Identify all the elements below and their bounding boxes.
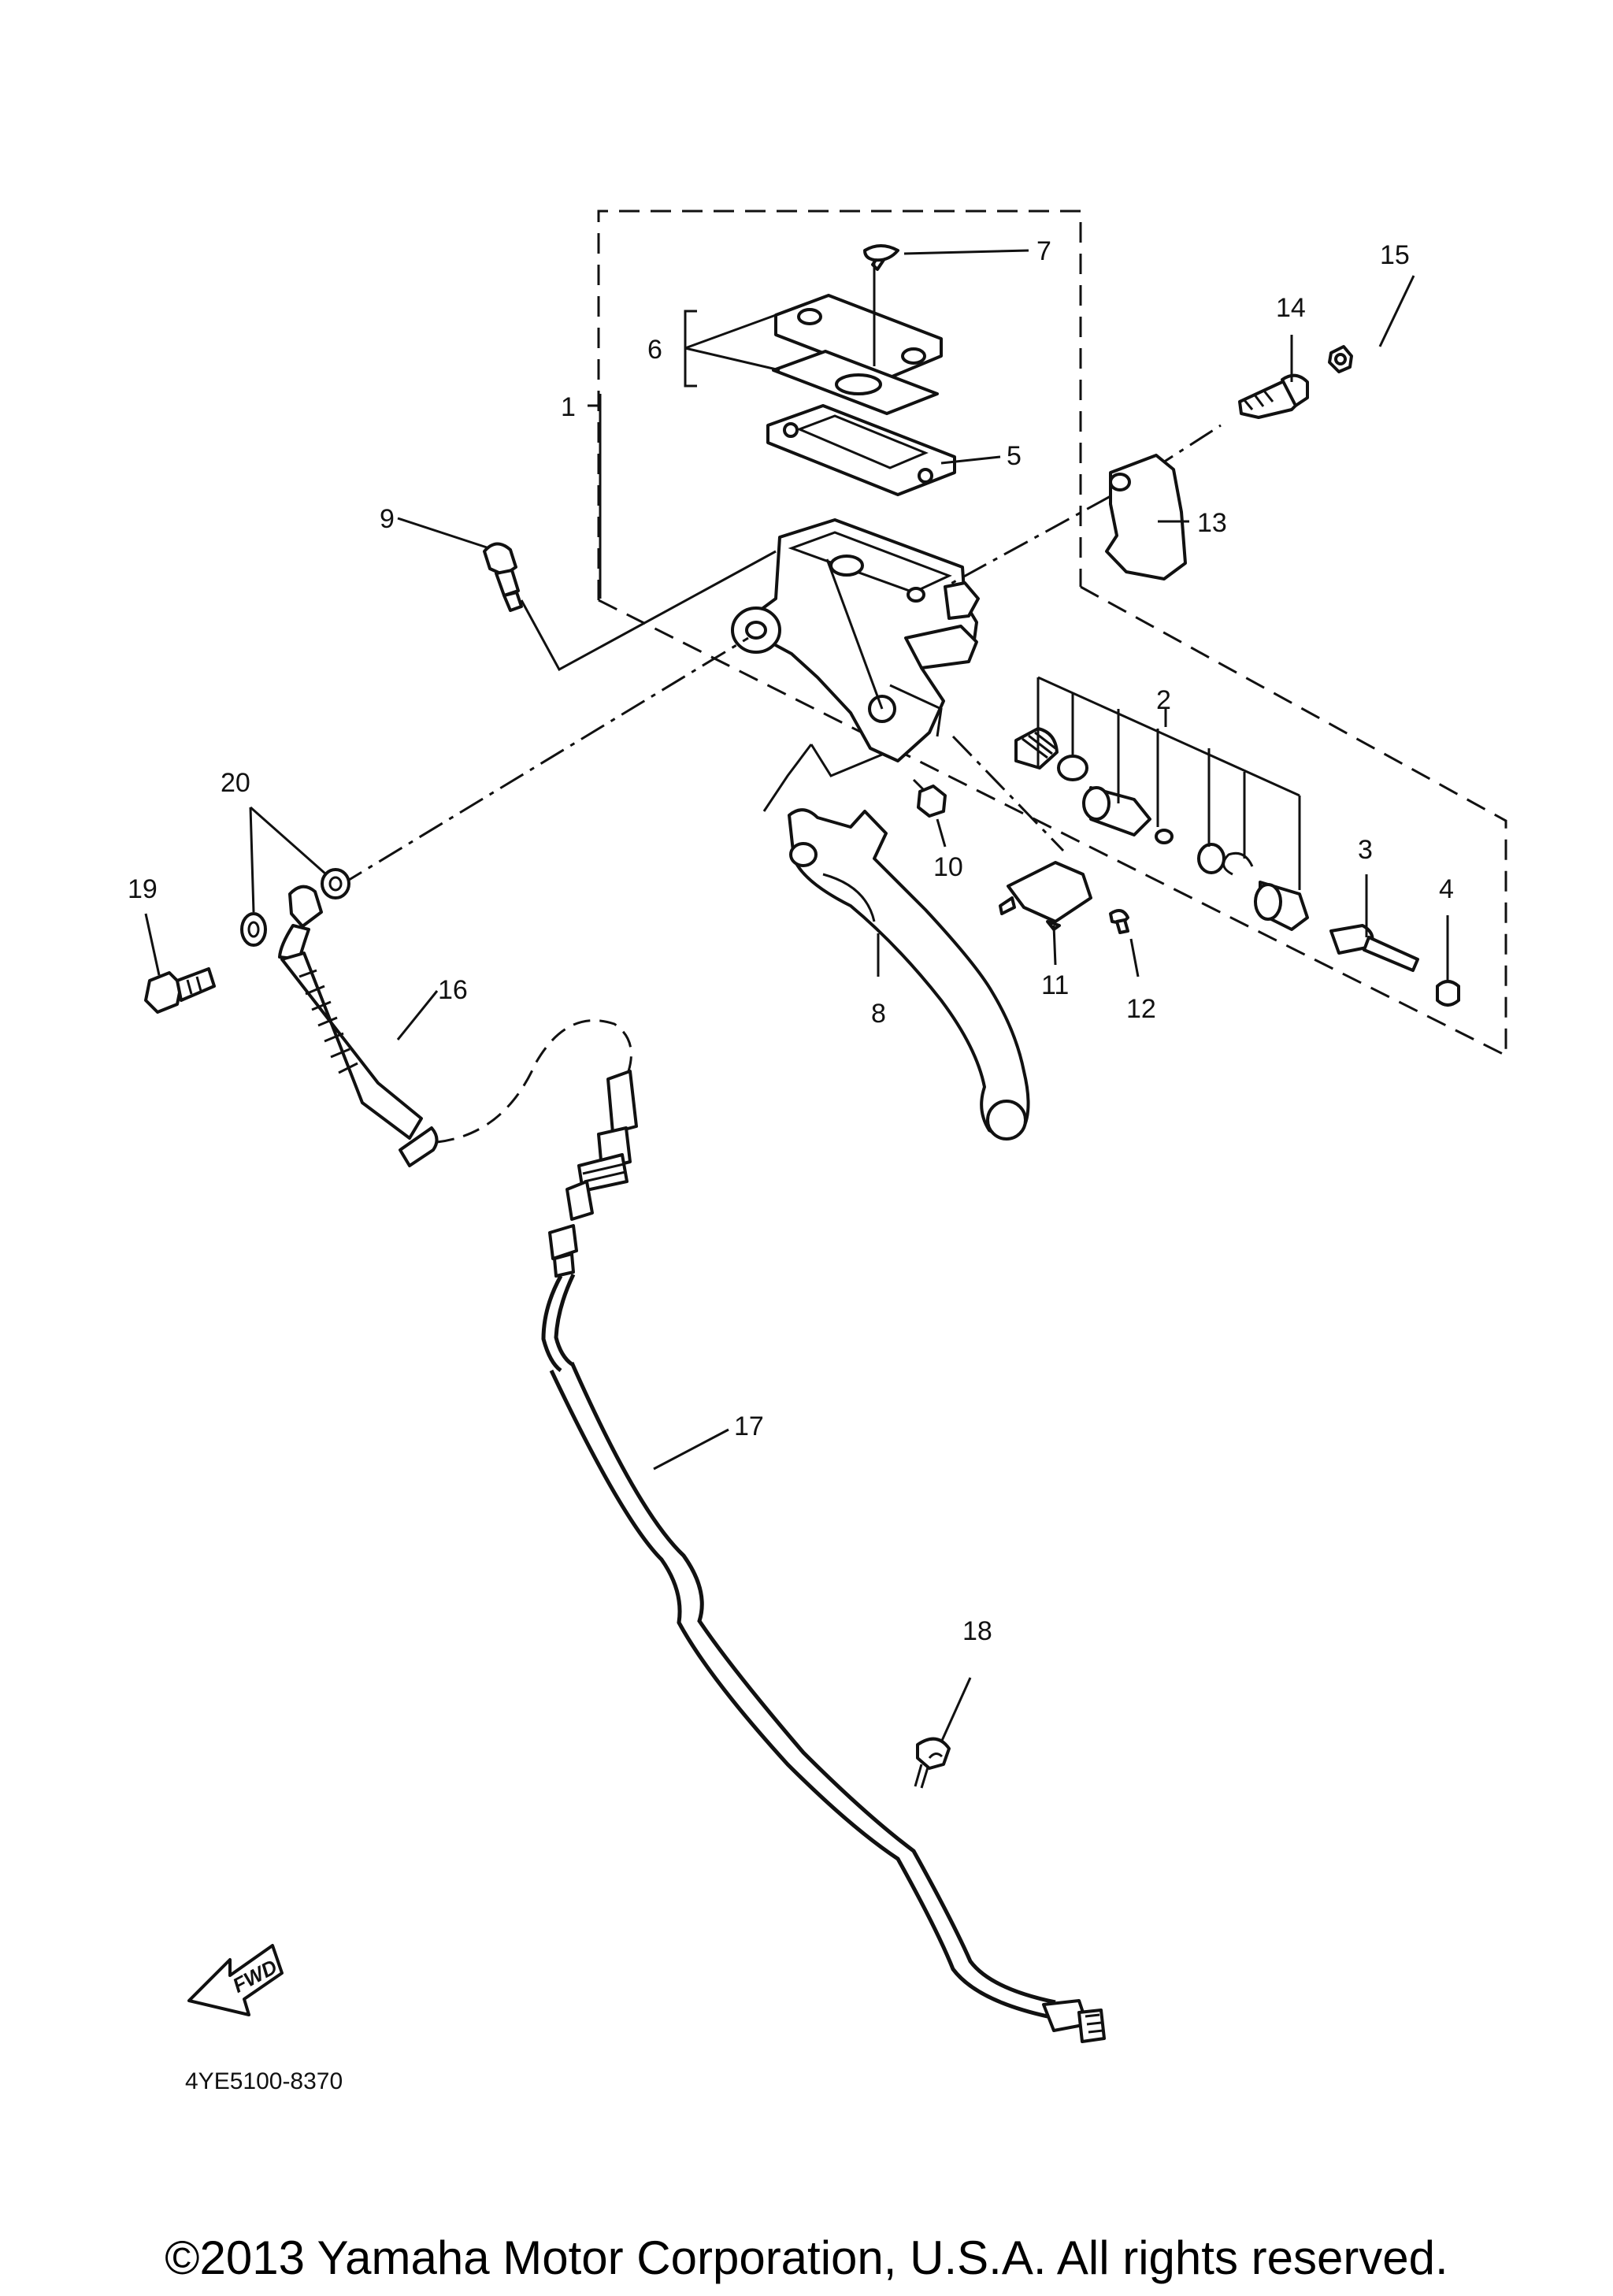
forward-direction-arrow: FWD — [187, 1944, 284, 2016]
brake-lever — [788, 784, 1030, 1141]
callout-19: 19 — [128, 874, 158, 904]
bleed-screw — [483, 542, 523, 612]
brake-pipe — [541, 1224, 1106, 2043]
callout-2: 2 — [1156, 685, 1171, 715]
callout-8: 8 — [871, 999, 886, 1029]
callout-3: 3 — [1358, 835, 1373, 865]
push-rod — [1329, 924, 1460, 1007]
callout-1: 1 — [561, 392, 576, 422]
callout-15: 15 — [1380, 240, 1410, 270]
handlebar-holder — [1105, 345, 1353, 580]
callout-5: 5 — [1007, 441, 1022, 471]
brake-light-switch — [999, 861, 1129, 934]
copyright-notice: ©2013 Yamaha Motor Corporation, U.S.A. A… — [165, 2231, 1448, 2284]
callout-13: 13 — [1197, 508, 1227, 538]
brake-hose — [278, 885, 638, 1221]
callout-4: 4 — [1439, 874, 1454, 904]
drawing-code: 4YE5100-8370 — [185, 2068, 343, 2094]
callout-17: 17 — [734, 1411, 764, 1441]
callout-leaders — [144, 249, 1449, 1743]
callout-14: 14 — [1276, 293, 1306, 323]
callout-6: 6 — [647, 335, 662, 365]
callout-9: 9 — [380, 504, 395, 534]
callout-18: 18 — [962, 1616, 992, 1646]
callout-10: 10 — [933, 852, 963, 882]
callout-16: 16 — [438, 975, 468, 1005]
callout-11: 11 — [1041, 970, 1069, 1000]
callout-7: 7 — [1036, 236, 1051, 266]
callout-20: 20 — [221, 768, 250, 798]
pipe-clamp — [914, 1737, 951, 1789]
master-cylinder-kit — [1014, 676, 1309, 931]
union-bolt-and-washers — [144, 868, 350, 1014]
callout-numbers: 1 2 3 4 5 6 7 8 9 10 11 12 13 14 15 16 1… — [128, 236, 1454, 1646]
reservoir-cap-assembly — [766, 244, 956, 496]
callout-12: 12 — [1126, 994, 1156, 1024]
